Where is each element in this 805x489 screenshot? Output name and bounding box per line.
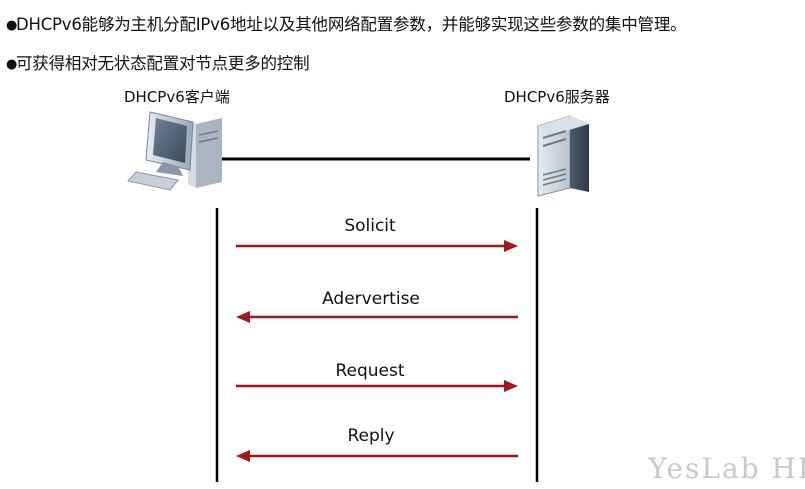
arrow-head: [236, 311, 250, 323]
arrow-head: [504, 380, 518, 392]
server-icon: [538, 116, 589, 196]
arrow-head: [236, 450, 250, 462]
message-arrow-solicit: [236, 240, 518, 252]
message-arrow-reply: [236, 450, 518, 462]
message-arrow-adervertise: [236, 311, 518, 323]
message-label-adervertise: Adervertise: [322, 289, 420, 309]
client-computer-icon: [128, 112, 222, 190]
arrow-head: [504, 240, 518, 252]
message-label-reply: Reply: [347, 426, 394, 446]
message-label-request: Request: [335, 361, 404, 381]
message-arrow-request: [236, 380, 518, 392]
message-label-solicit: Solicit: [344, 216, 395, 236]
watermark: YesLab HI: [648, 452, 805, 485]
